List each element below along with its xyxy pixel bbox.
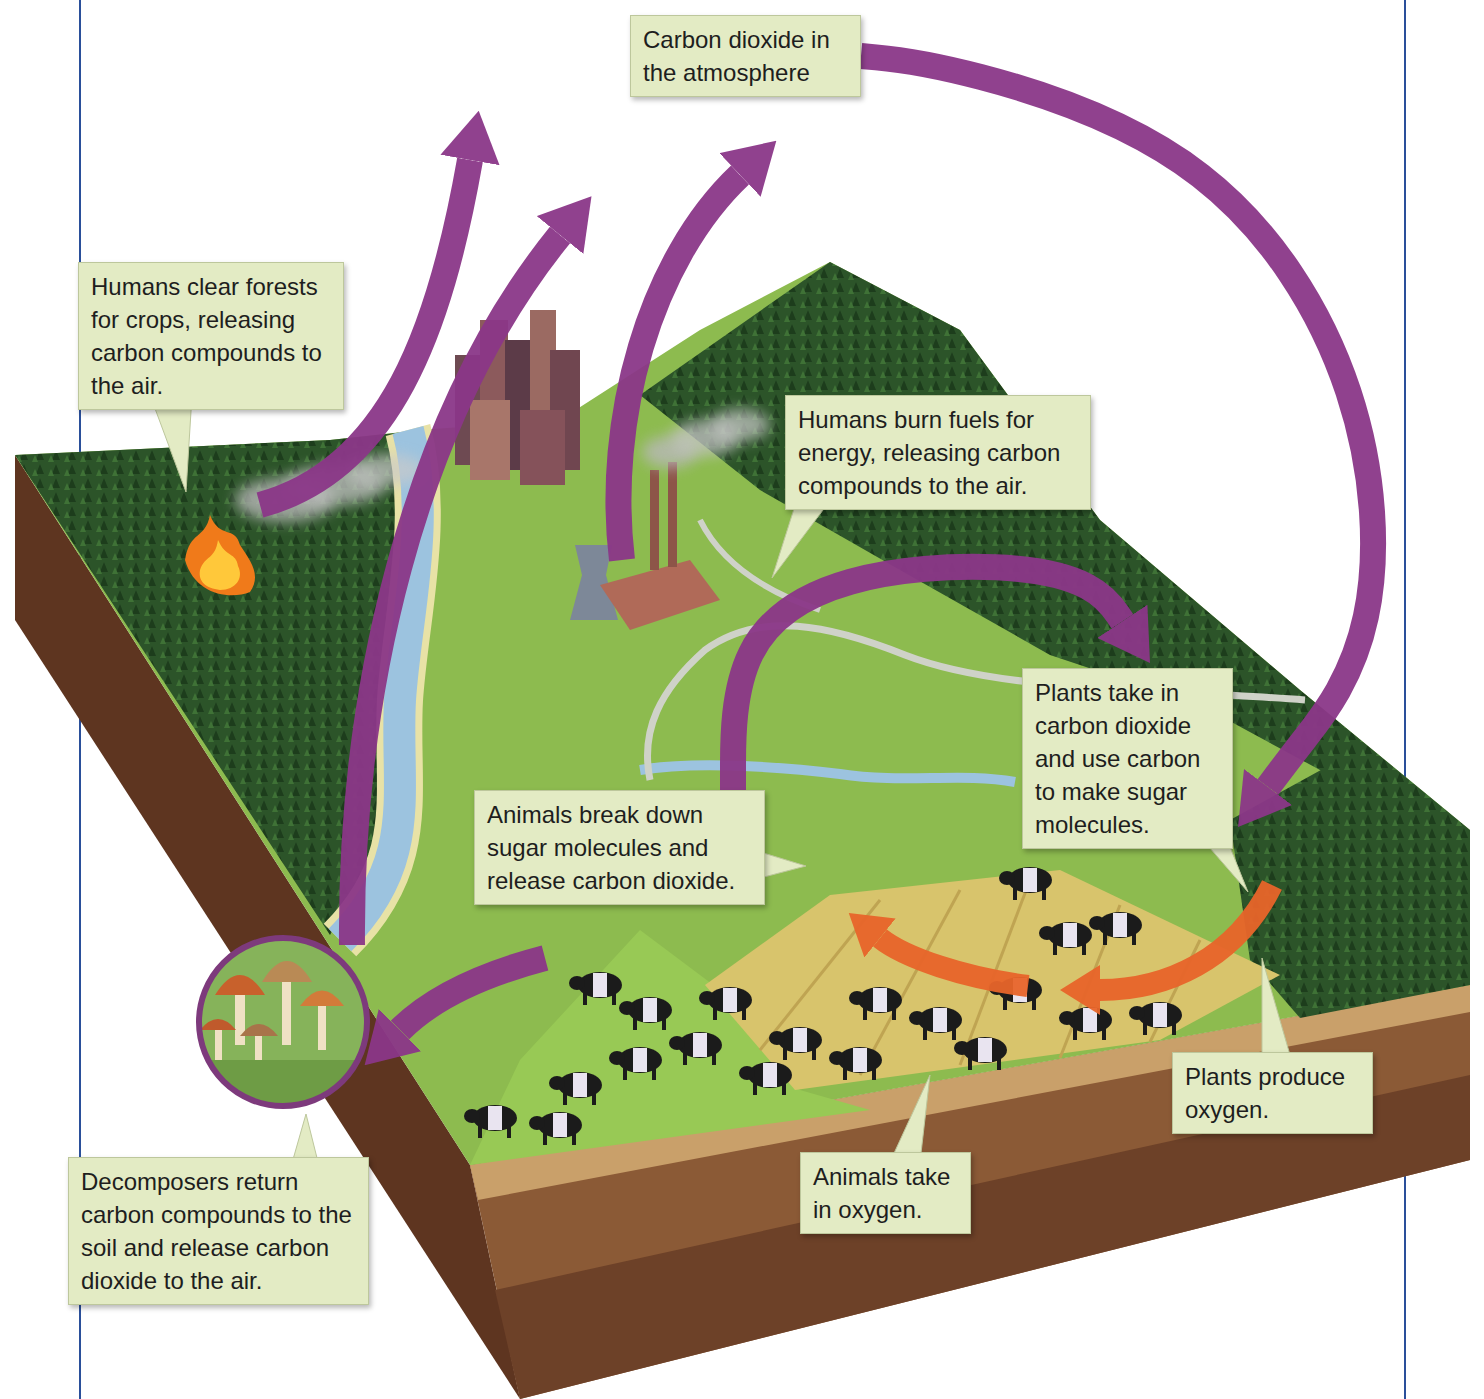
callout-text: Humans burn fuels for energy, releasing … — [798, 403, 1078, 502]
cow — [909, 1007, 962, 1040]
callout-box: Animals break down sugar molecules and r… — [474, 790, 765, 905]
building — [470, 400, 510, 480]
fire — [200, 540, 240, 590]
mushroom-cap — [300, 991, 344, 1007]
cow — [999, 867, 1052, 900]
page-frame-line — [1404, 0, 1406, 1399]
carbon-flow-arrow — [400, 958, 545, 1030]
callout-text: Animals take in oxygen. — [813, 1160, 958, 1226]
callout-text: Plants produce oxygen. — [1185, 1060, 1360, 1126]
callout-pointer — [760, 852, 806, 878]
crop-row — [860, 890, 960, 1075]
cow — [1059, 1007, 1112, 1040]
callout-text: Carbon dioxide in the atmosphere — [643, 23, 848, 89]
oxygen-flow-arrow — [880, 938, 1028, 986]
inset-grass — [195, 1060, 375, 1120]
cow — [954, 1037, 1007, 1070]
callout-box: Humans burn fuels for energy, releasing … — [785, 395, 1091, 510]
callout-text: Humans clear forests for crops, releasin… — [91, 270, 331, 402]
callout-text: Plants take in carbon dioxide and use ca… — [1035, 676, 1220, 841]
cow — [609, 1047, 662, 1080]
callout-box: Humans clear forests for crops, releasin… — [78, 262, 344, 410]
cow — [1129, 1002, 1182, 1035]
callout-pointer — [1262, 958, 1292, 1062]
mushroom-cap — [240, 1024, 278, 1036]
callout-box: Plants produce oxygen. — [1172, 1052, 1373, 1134]
oxygen-flow-arrow — [1100, 885, 1272, 990]
decomposer-inset — [195, 935, 375, 1120]
mushroom-cap — [262, 961, 312, 982]
callout-text: Animals break down sugar molecules and r… — [487, 798, 752, 897]
callout-box: Decomposers return carbon compounds to t… — [68, 1157, 369, 1305]
cow — [829, 1047, 882, 1080]
cow — [1089, 912, 1142, 945]
cow — [669, 1032, 722, 1065]
cow — [1039, 922, 1092, 955]
cow — [849, 987, 902, 1020]
smokestack — [650, 470, 659, 570]
cow — [699, 987, 752, 1020]
lake — [640, 765, 1015, 782]
callout-box: Carbon dioxide in the atmosphere — [630, 15, 861, 97]
callout-text: Decomposers return carbon compounds to t… — [81, 1165, 356, 1297]
cow — [529, 1112, 582, 1145]
callout-box: Animals take in oxygen. — [800, 1152, 971, 1234]
mushroom-cap — [200, 1019, 236, 1030]
inset-outline — [199, 938, 367, 1106]
mushroom-stem — [215, 1025, 222, 1065]
smokestack — [668, 462, 677, 567]
land-surface — [15, 262, 1470, 1165]
mushroom-cap — [215, 975, 265, 995]
cow — [769, 1027, 822, 1060]
cow — [619, 997, 672, 1030]
callout-box: Plants take in carbon dioxide and use ca… — [1022, 668, 1233, 849]
cow — [739, 1062, 792, 1095]
carbon-flow-arrow — [618, 175, 740, 560]
cow — [549, 1072, 602, 1105]
mushroom-stem — [282, 975, 291, 1045]
factory — [600, 560, 720, 630]
cow — [569, 972, 622, 1005]
fire — [185, 515, 255, 595]
mushroom-stem — [235, 990, 245, 1045]
building — [520, 410, 565, 485]
callout-pointer — [890, 1075, 930, 1162]
smoke — [710, 409, 770, 441]
mushroom-stem — [318, 1000, 326, 1050]
crop-row — [760, 900, 880, 1050]
cow — [464, 1105, 517, 1138]
